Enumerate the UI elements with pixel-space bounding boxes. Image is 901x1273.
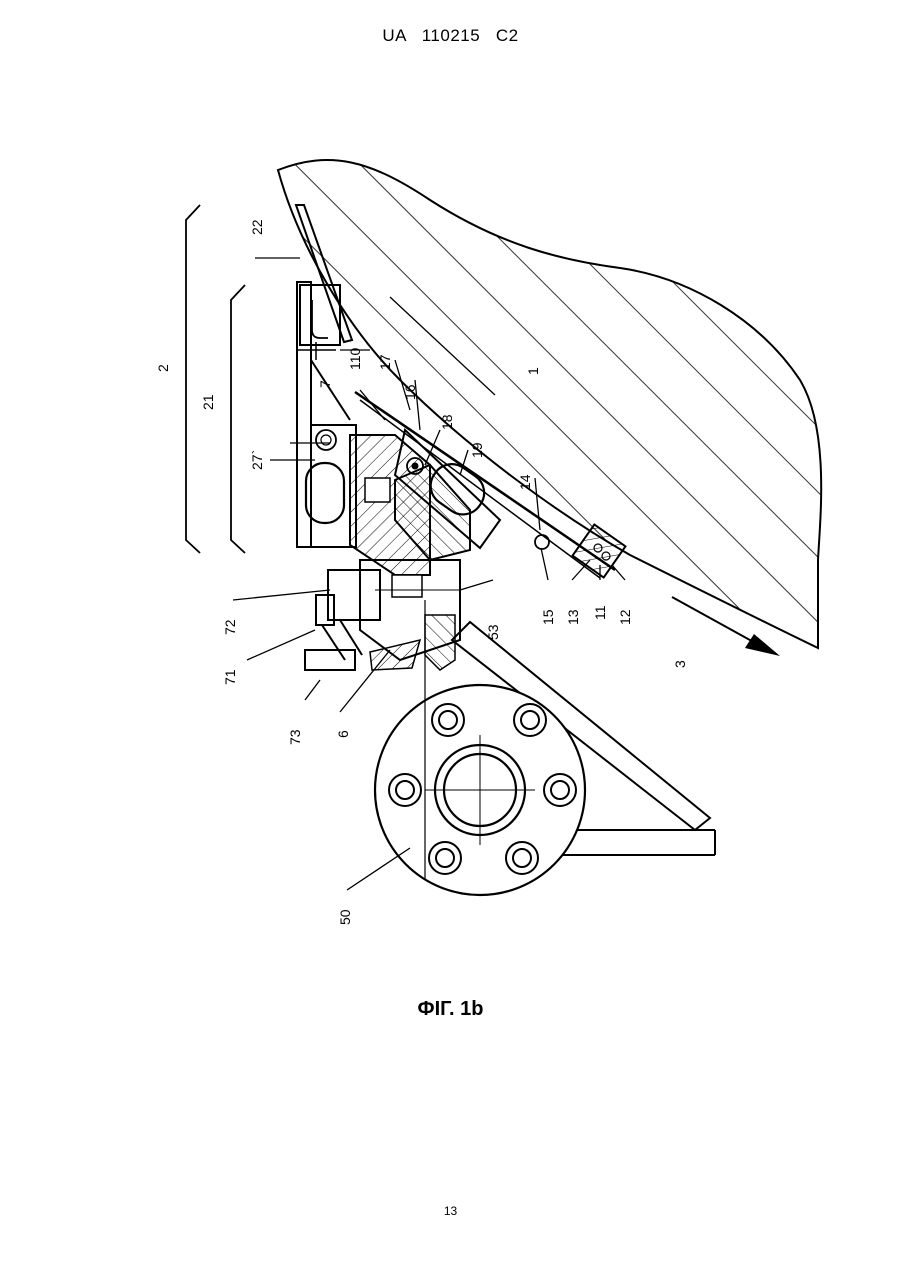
page-number: 13 xyxy=(0,1204,901,1218)
label-11: 11 xyxy=(592,605,608,620)
label-110: 110 xyxy=(347,347,363,370)
label-22: 22 xyxy=(249,219,265,235)
label-53: 53 xyxy=(485,624,501,640)
center-block xyxy=(350,435,470,575)
label-27: 27` xyxy=(249,450,265,470)
label-3: 3 xyxy=(672,660,688,668)
label-50: 50 xyxy=(337,909,353,925)
label-71: 71 xyxy=(222,669,238,685)
label-16: 16 xyxy=(402,384,418,400)
dimension-brackets xyxy=(186,205,245,553)
label-19: 19 xyxy=(469,442,485,458)
lower-mechanism xyxy=(305,560,460,670)
label-1: 1 xyxy=(525,367,541,375)
label-15: 15 xyxy=(540,609,556,625)
label-12: 12 xyxy=(617,609,633,625)
label-73: 73 xyxy=(287,729,303,745)
figure-caption: ФІГ. 1b xyxy=(0,998,901,1021)
label-2: 2 xyxy=(155,364,171,372)
label-13: 13 xyxy=(565,609,581,625)
label-6: 6 xyxy=(335,730,351,738)
label-7: 7 xyxy=(317,380,333,388)
label-17: 17 xyxy=(377,354,393,370)
label-21: 21 xyxy=(200,394,216,410)
label-14: 14 xyxy=(517,474,533,490)
label-18: 18 xyxy=(439,414,455,430)
label-72: 72 xyxy=(222,619,238,635)
